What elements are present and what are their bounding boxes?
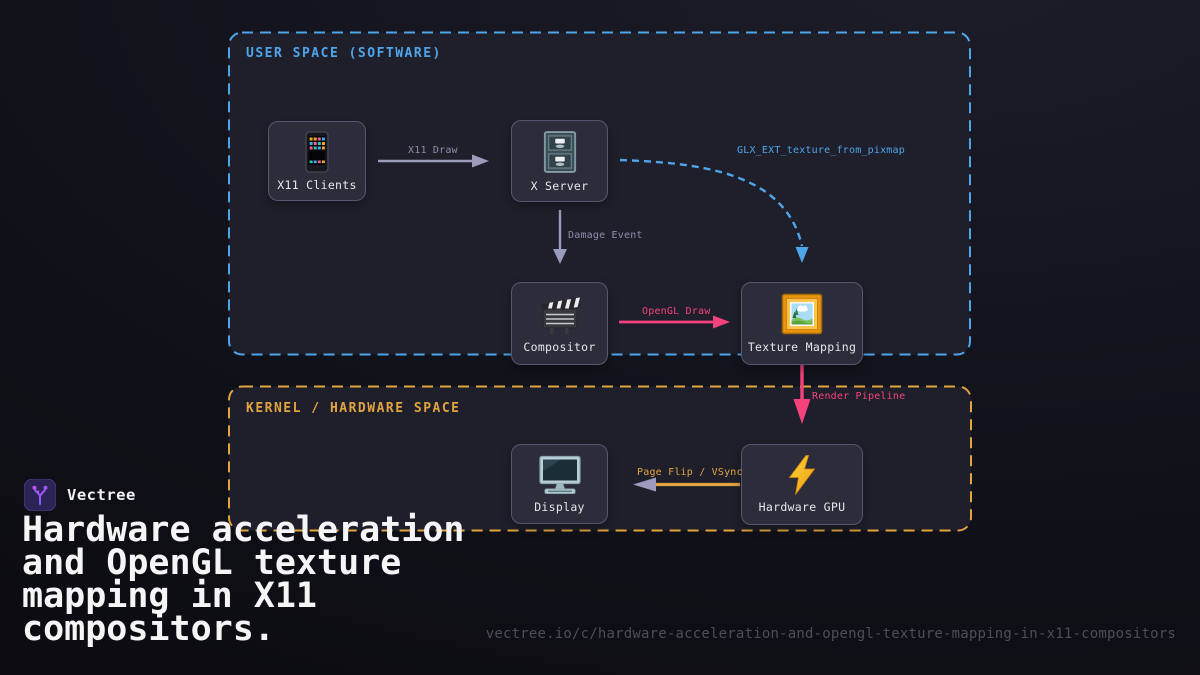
edge-damage-event-arrow: [553, 210, 567, 264]
node-display: Display: [511, 444, 608, 524]
clapper-board-icon: [541, 297, 581, 334]
framed-picture-icon: [781, 293, 823, 335]
edge-label-damage-event: Damage Event: [568, 230, 643, 241]
brand-row: Vectree: [23, 478, 136, 512]
vectree-logo: [23, 478, 57, 512]
brand-name: Vectree: [67, 486, 136, 504]
kernel-space-region-title: KERNEL / HARDWARE SPACE: [246, 401, 461, 416]
node-label: X Server: [530, 178, 589, 193]
edge-page-flip-vsync-arrow: [633, 477, 740, 492]
edge-opengl-draw-arrow: [619, 315, 730, 329]
mobile-phone-icon: [305, 130, 329, 173]
edge-render-pipeline-arrow: [793, 364, 811, 424]
node-compositor: Compositor: [511, 282, 608, 365]
edge-label-x11-draw: X11 Draw: [408, 145, 458, 156]
node-label: Texture Mapping: [747, 340, 857, 354]
edge-glx-ext-texture-from-pixmap-arrow: [619, 158, 809, 263]
desktop-computer-icon: [538, 455, 581, 494]
edge-label-page-flip-vsync: Page Flip / VSync: [637, 467, 743, 478]
edge-label-glx-ext-texture-from-pixmap: GLX_EXT_texture_from_pixmap: [737, 145, 905, 156]
file-cabinet-icon: [543, 130, 576, 173]
page-url: vectree.io/c/hardware-acceleration-and-o…: [485, 626, 1176, 642]
node-label: Display: [534, 499, 585, 514]
node-x11-clients: X11 Clients: [268, 121, 366, 201]
node-texture-mapping: Texture Mapping: [741, 282, 863, 365]
node-hardware-gpu: Hardware GPU: [741, 444, 863, 525]
node-label: Hardware GPU: [758, 500, 846, 514]
edge-x11-draw-arrow: [378, 154, 489, 168]
lightning-bolt-icon: [788, 455, 816, 495]
edge-label-render-pipeline: Render Pipeline: [812, 391, 906, 402]
vectree-logo-icon: [23, 478, 57, 512]
user-space-region-title: USER SPACE (SOFTWARE): [246, 46, 442, 61]
node-label: X11 Clients: [277, 177, 357, 192]
node-label: Compositor: [523, 340, 596, 354]
page-title: Hardware acceleration and OpenGL texture…: [22, 510, 465, 649]
node-x-server: X Server: [511, 120, 608, 202]
edge-label-opengl-draw: OpenGL Draw: [642, 306, 711, 317]
